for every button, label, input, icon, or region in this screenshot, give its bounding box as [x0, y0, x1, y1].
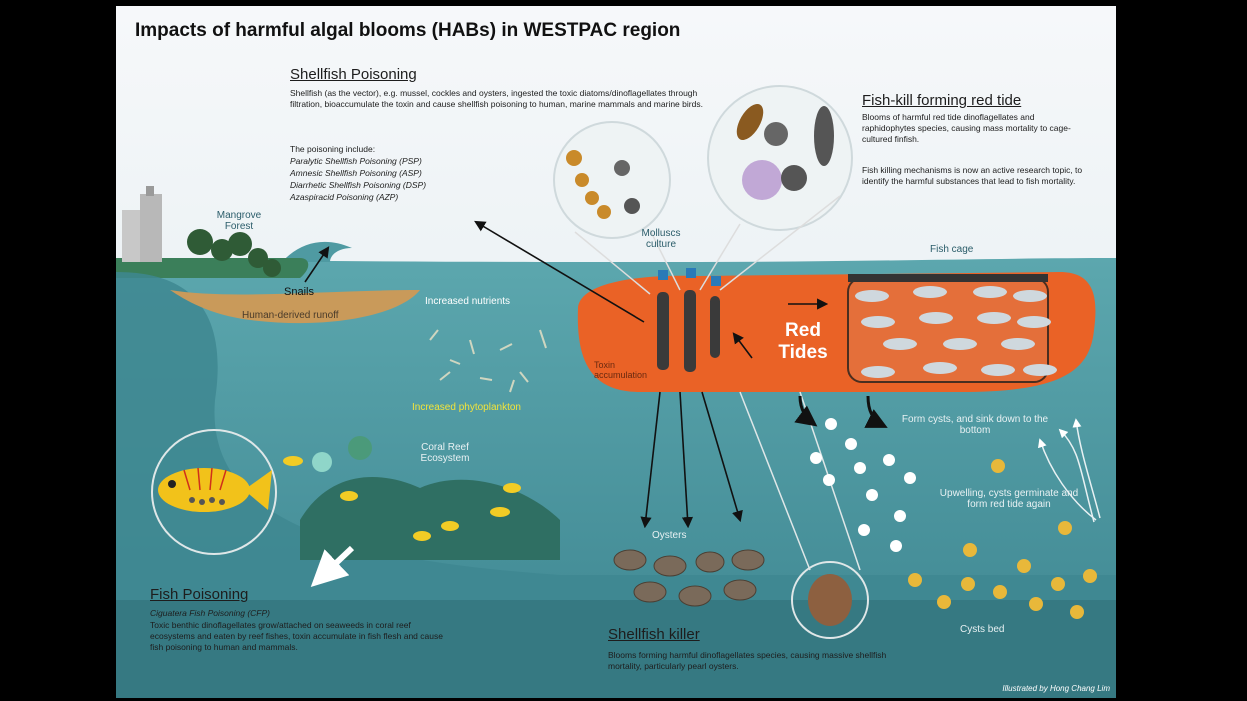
fish-cage-frame — [848, 274, 1048, 282]
cysts-bed-label: Cysts bed — [960, 624, 1004, 635]
caged-fish — [913, 286, 947, 298]
shellfish-poisoning-heading: Shellfish Poisoning — [290, 66, 417, 83]
caged-fish — [1023, 364, 1057, 376]
shellfish-killer-heading: Shellfish killer — [608, 626, 700, 643]
dsp-item: Diarrhetic Shellfish Poisoning (DSP) — [290, 180, 426, 191]
caged-fish — [1013, 290, 1047, 302]
illustrator-credit: Illustrated by Hong Chang Lim — [924, 684, 1110, 693]
caged-fish — [1001, 338, 1035, 350]
runoff-label: Human-derived runoff — [242, 310, 339, 321]
caged-fish — [981, 364, 1015, 376]
cfp-subtitle: Ciguatera Fish Poisoning (CFP) — [150, 608, 270, 619]
caged-fish — [883, 338, 917, 350]
upwelling-label: Upwelling, cysts germinate and form red … — [934, 488, 1084, 510]
caged-fish — [861, 316, 895, 328]
snails-label: Snails — [284, 286, 314, 298]
azp-item: Azaspiracid Poisoning (AZP) — [290, 192, 398, 203]
caged-fish — [861, 366, 895, 378]
fish-kill-heading: Fish-kill forming red tide — [862, 92, 1021, 109]
fish-poisoning-heading: Fish Poisoning — [150, 586, 248, 603]
fish-kill-text-1: Blooms of harmful red tide dinoflagellat… — [862, 112, 1087, 145]
psp-item: Paralytic Shellfish Poisoning (PSP) — [290, 156, 422, 167]
toxin-label: Toxin accumulation — [594, 360, 654, 380]
shellfish-killer-text: Blooms forming harmful dinoflagellates s… — [608, 650, 898, 672]
pearl-oyster — [808, 574, 852, 626]
nutrients-label: Increased nutrients — [425, 296, 510, 307]
red-tides-label: Red Tides — [768, 320, 838, 364]
mangrove-label: Mangrove Forest — [204, 210, 274, 232]
coral-label: Coral Reef Ecosystem — [410, 442, 480, 464]
caged-fish — [943, 338, 977, 350]
diatom-magnifier — [554, 122, 670, 238]
page-title: Impacts of harmful algal blooms (HABs) i… — [135, 20, 680, 42]
caged-fish — [1017, 316, 1051, 328]
fish-poisoning-text: Toxic benthic dinoflagellates grow/attac… — [150, 620, 450, 653]
caged-fish — [977, 312, 1011, 324]
caged-fish — [919, 312, 953, 324]
fish-kill-text-2: Fish killing mechanisms is now an active… — [862, 165, 1087, 187]
oysters-label: Oysters — [652, 530, 686, 541]
shellfish-poisoning-text: Shellfish (as the vector), e.g. mussel, … — [290, 88, 710, 110]
caged-fish — [973, 286, 1007, 298]
molluscs-label: Molluscs culture — [626, 228, 696, 250]
caged-fish — [855, 290, 889, 302]
phytoplankton-label: Increased phytoplankton — [412, 402, 521, 413]
cysts-sink-label: Form cysts, and sink down to the bottom — [890, 414, 1060, 436]
asp-item: Amnesic Shellfish Poisoning (ASP) — [290, 168, 422, 179]
caged-fish — [923, 362, 957, 374]
fish-cage-label: Fish cage — [930, 244, 973, 255]
poisoning-include-label: The poisoning include: — [290, 144, 375, 155]
